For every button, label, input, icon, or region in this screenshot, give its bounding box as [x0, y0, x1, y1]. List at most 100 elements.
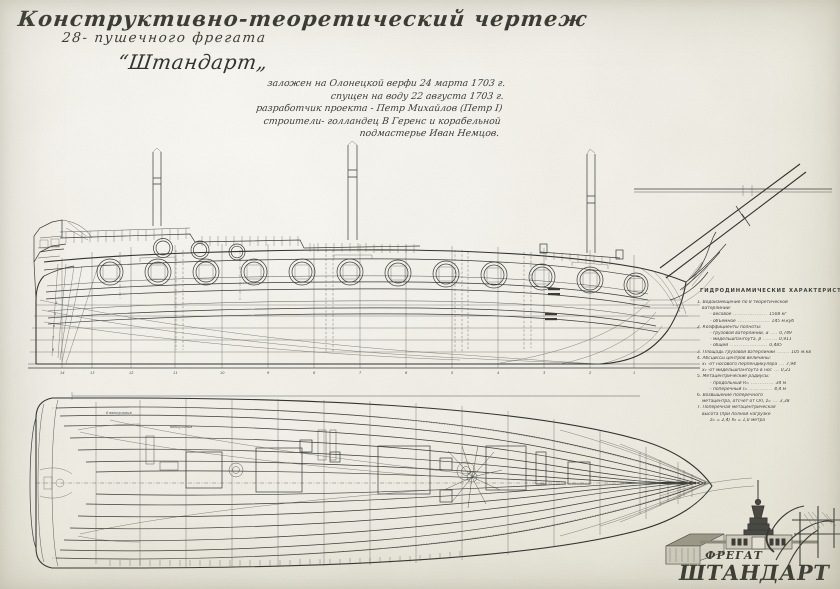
bulwark-railing [59, 227, 624, 265]
spec-row-number: 2. [697, 324, 703, 330]
spec-row-value: 0,21 [780, 368, 791, 374]
spec-row-label: - общей [710, 343, 729, 349]
admiralty-spire [700, 480, 818, 550]
spec-row-value: 3,38 [779, 399, 790, 405]
svg-text:9: 9 [267, 371, 270, 375]
logo-emblem [659, 474, 840, 567]
spec-row-label: Площадь грузовой ватерлинии [702, 349, 776, 355]
svg-text:7: 7 [359, 371, 362, 375]
svg-text:3: 3 [543, 371, 546, 375]
spec-row: 1. Водоизмещение по 8 теоретической [697, 300, 837, 306]
svg-text:4: 4 [55, 301, 57, 305]
spec-row: x₂ -от мидельшпангоута в нос ... 0,21 [697, 368, 837, 374]
spec-row-label: - продольный Rₘ [710, 380, 749, 386]
masts [152, 140, 596, 253]
spec-row-number: 5. [697, 374, 703, 380]
spec-row-label: - объемное [710, 318, 736, 324]
svg-text:13: 13 [90, 371, 95, 375]
spec-row: 4. Абсциссы центров величины: [697, 356, 837, 362]
spec-row-number: 6. [697, 393, 703, 399]
svg-text:4: 4 [497, 371, 500, 375]
spec-row-value: 145 м.куб [771, 318, 795, 324]
spec-row-label: Водоизмещение по 8 теоретической [702, 300, 788, 305]
detail-marks [545, 288, 560, 321]
spec-row: - общей ..................... 0,485 [697, 343, 837, 349]
spec-row-label: Коэффициенты полноты: [702, 324, 762, 330]
svg-text:11: 11 [173, 371, 178, 375]
spec-row: zₘ = 2,4) h₀ = 1,0 метра [697, 418, 837, 424]
spec-row-label: x₁ -от носового перпендикуляра [702, 362, 778, 368]
svg-text:8: 8 [52, 348, 55, 352]
spec-row-value: 1508 кг [769, 312, 787, 318]
spec-row: 6. Возвышение поперечного [697, 393, 837, 399]
spec-row-number: 3. [697, 349, 703, 355]
stern-gallery [33, 219, 93, 262]
svg-text:6 ватерлиния: 6 ватерлиния [106, 411, 132, 415]
svg-text:14: 14 [60, 371, 65, 375]
spec-row-label: метацентра, отсчет от ОЛ, zₘ [702, 399, 771, 405]
spec-row-label: Поперечная метацентрическая [702, 405, 776, 411]
spec-row: - продольный Rₘ ............. 34 м [697, 381, 837, 387]
spec-row-leader: ....... [775, 349, 792, 355]
construction-notes: заложен на Олонецкой верфи 24 марта 1703… [255, 78, 507, 140]
svg-text:5: 5 [451, 371, 454, 375]
spec-row-leader: ............. [747, 386, 775, 392]
stern-plan-detail [39, 423, 141, 543]
spec-row: 2. Коэффициенты полноты: [697, 325, 837, 331]
spec-row-label: Метацентрические радиусы: [702, 374, 770, 380]
spec-row-value: 0,749 [779, 331, 792, 337]
bowsprit [634, 163, 832, 307]
spec-row-label: - грузовой ватерлинии, α [710, 331, 769, 337]
stern-diagonals [51, 263, 99, 364]
spec-row: - поперечный rₘ ............. 4,4 м [697, 387, 837, 393]
spec-row-leader: ... [777, 362, 787, 368]
spec-row-leader: ............. [748, 380, 776, 386]
spec-row: метацентра, отсчет от ОЛ, zₘ ... 3,38 [697, 399, 837, 405]
spec-row-label: высота (при полной нагрузке [702, 411, 771, 417]
channels [139, 254, 609, 269]
spec-row: - грузовой ватерлинии, α .... 0,749 [697, 331, 837, 337]
spec-row-number: 1. [697, 300, 703, 305]
capstan [443, 445, 503, 509]
spec-row: 3. Площадь грузовой ватерлинии ....... 1… [697, 350, 837, 356]
spec-row-label: zₘ = 2,4) h₀ = 1,0 метра [710, 417, 766, 423]
plank-ticks [109, 551, 461, 566]
hull-profile [33, 243, 727, 365]
spec-row-label: ватерлинии: [702, 306, 732, 312]
spec-row-leader: ... [771, 368, 781, 374]
spec-row: - объемное .................. 145 м.куб [697, 319, 837, 325]
spec-row-label: x₂ -от мидельшпангоута в нос [702, 368, 772, 374]
spec-row-value: 7,94 [786, 362, 796, 368]
svg-text:6: 6 [405, 371, 408, 375]
page-subtitle: 28- пушечного фрегата [61, 30, 268, 46]
internal-bulkheads [175, 250, 532, 352]
svg-text:10: 10 [220, 371, 225, 375]
spec-row: x₁ -от носового перпендикуляра ... 7,94 [697, 362, 837, 368]
spec-row: 7. Поперечная метацентрическая [697, 405, 837, 411]
svg-text:6: 6 [53, 324, 55, 328]
spec-row: - мидельшпангоута, β ........ 0,911 [697, 337, 837, 343]
spec-row: - весовое ................... 1508 кг [697, 312, 837, 318]
spec-row-leader: .... [768, 331, 780, 337]
svg-text:2: 2 [589, 371, 592, 375]
spec-row-leader: ........ [761, 337, 780, 343]
svg-text:5: 5 [54, 312, 56, 316]
page-title: Конструктивно-теоретический чертеж [16, 6, 589, 31]
gun-ports-lower [96, 258, 649, 298]
spec-row-value: 105 м.кв [791, 349, 811, 355]
spec-row: 5. Метацентрические радиусы: [697, 374, 837, 380]
logo-frigate [765, 505, 840, 567]
underwater-body-lines [39, 299, 663, 365]
spec-row-value: 34 м [775, 380, 787, 386]
svg-text:8: 8 [313, 371, 316, 375]
spec-row-leader: ... [770, 399, 780, 405]
plan-view: 6 ватерлиния ватерлиния [29, 392, 713, 569]
centerline-refs [119, 250, 241, 300]
spec-row-leader: .................. [735, 318, 772, 324]
spec-row-value: 0,911 [779, 337, 792, 343]
spec-row-label: Возвышение поперечного [702, 393, 763, 399]
spec-row-value: 4,4 м [774, 386, 786, 392]
